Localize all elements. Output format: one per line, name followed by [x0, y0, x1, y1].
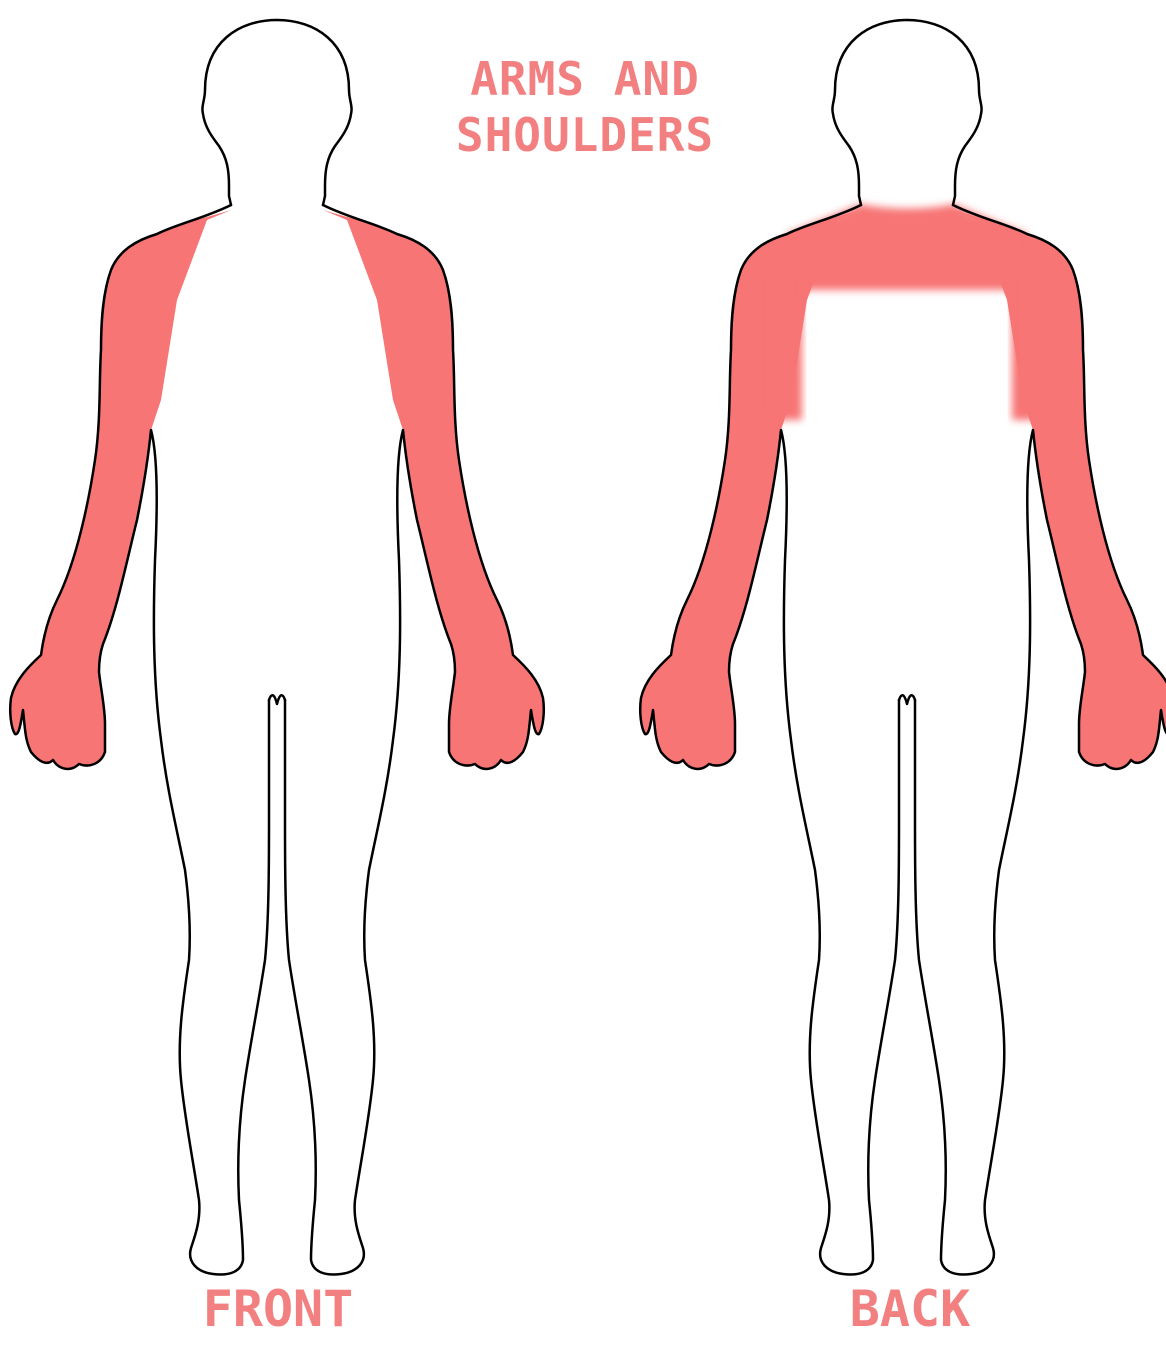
back-highlight-regions — [640, 204, 1166, 769]
back-right-arm-highlight — [953, 210, 1166, 769]
back-view-label: BACK — [760, 1284, 1060, 1334]
back-left-arm-highlight — [640, 210, 861, 769]
back-upper-back-highlight — [775, 204, 1039, 290]
diagram-title-line-2: SHOULDERS — [400, 112, 770, 158]
back-figure — [640, 20, 1166, 1274]
front-right-arm-highlight — [323, 210, 544, 769]
back-shoulder-blade-highlight — [757, 270, 802, 420]
front-figure — [10, 20, 544, 1274]
front-left-arm-highlight — [10, 210, 231, 769]
back-shoulder-blade-highlight — [1012, 270, 1057, 420]
front-view-label: FRONT — [128, 1284, 428, 1334]
diagram-title-line-1: ARMS AND — [400, 56, 770, 102]
